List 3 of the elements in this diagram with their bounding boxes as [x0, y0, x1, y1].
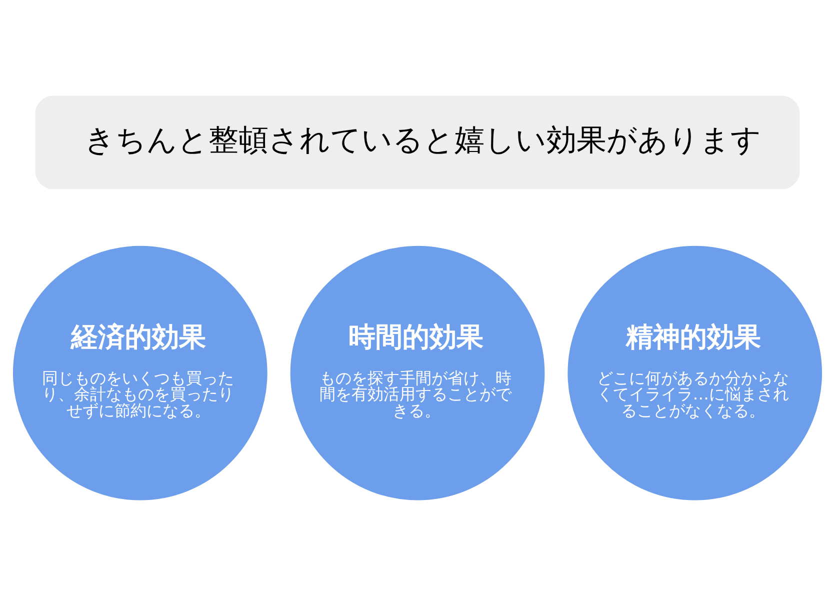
node-circle: 精神的効果 どこに何があるか分からなくてイライラ…に悩まされることがなくなる。 [568, 245, 822, 500]
node-circle: 経済的効果 同じものをいくつも買ったり、余計なものを買ったりせずに節約になる。 [12, 245, 268, 500]
node-circle: 時間的効果 ものを探す手間が省け、時間を有効活用することができる。 [290, 245, 545, 500]
